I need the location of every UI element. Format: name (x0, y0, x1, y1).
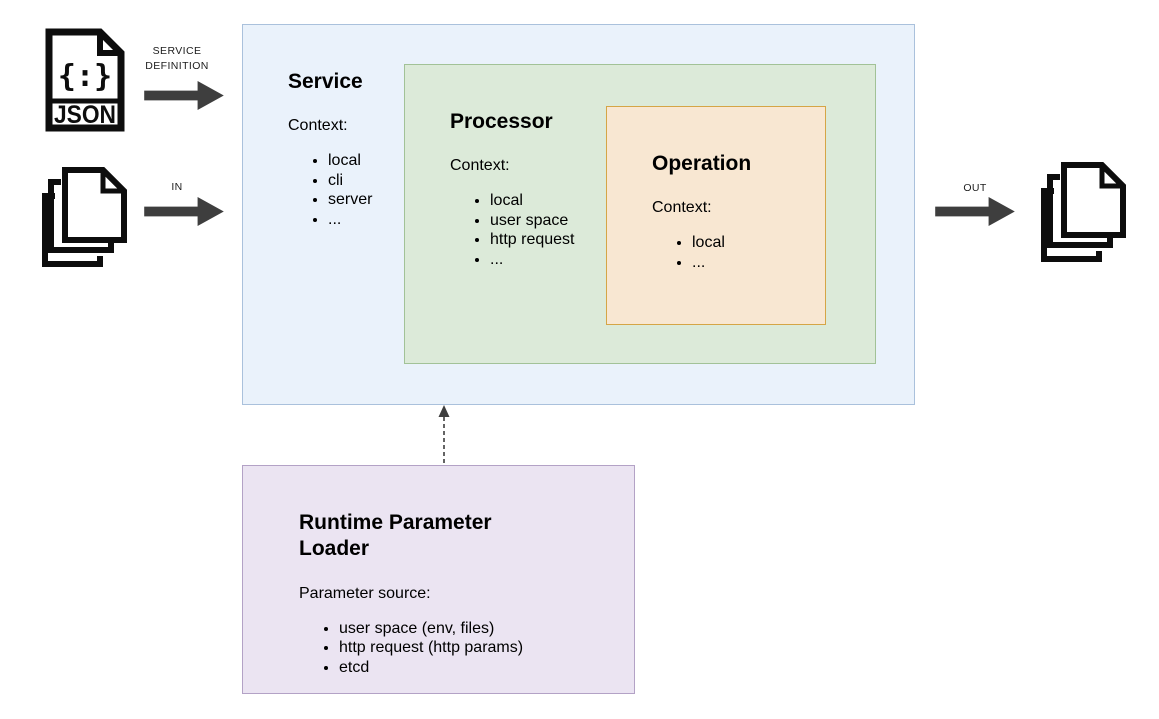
json-file-icon: {:} JSON (45, 28, 125, 132)
output-documents-stack-icon (1041, 162, 1126, 262)
processor-context-label: Context: (450, 157, 510, 175)
loader-to-service-dashed-arrow-icon (438, 405, 450, 465)
processor-context-list: localuser spacehttp request... (450, 191, 857, 269)
out-label: OUT (963, 182, 987, 194)
service-definition-label: SERVICE DEFINITION (145, 45, 209, 72)
list-item: ... (692, 253, 807, 273)
operation-title: Operation (652, 152, 752, 175)
parameter-source-list: user space (env, files)http request (htt… (299, 619, 616, 678)
operation-box: Operation Context: local... (606, 106, 826, 325)
out-arrow-icon (935, 196, 1015, 227)
processor-box: Processor Context: localuser spacehttp r… (404, 64, 876, 364)
list-item: server (328, 190, 896, 210)
json-label: JSON (54, 101, 116, 129)
service-context-label: Context: (288, 117, 348, 135)
operation-context-list: local... (652, 233, 807, 272)
processor-title: Processor (450, 110, 553, 133)
runtime-parameter-loader-title: Runtime Parameter Loader (299, 511, 492, 561)
runtime-parameter-loader-box: Runtime Parameter Loader Parameter sourc… (242, 465, 635, 694)
list-item: cli (328, 171, 896, 191)
list-item: local (490, 191, 857, 211)
service-definition-arrow-icon (144, 80, 224, 111)
parameter-source-label: Parameter source: (299, 584, 431, 602)
in-label: IN (171, 181, 183, 193)
json-braces-glyph: {:} (58, 59, 112, 94)
list-item: http request (http params) (339, 638, 616, 658)
list-item: local (328, 151, 896, 171)
operation-context-label: Context: (652, 199, 712, 217)
in-arrow-icon (144, 196, 224, 227)
input-documents-stack-icon (42, 167, 127, 267)
service-title: Service (288, 70, 363, 93)
list-item: http request (490, 230, 857, 250)
list-item: user space (env, files) (339, 619, 616, 639)
list-item: ... (328, 210, 896, 230)
list-item: user space (490, 211, 857, 231)
list-item: ... (490, 250, 857, 270)
list-item: local (692, 233, 807, 253)
service-box: Service Context: localcliserver... Proce… (242, 24, 915, 405)
service-context-list: localcliserver... (288, 151, 896, 229)
list-item: etcd (339, 658, 616, 678)
